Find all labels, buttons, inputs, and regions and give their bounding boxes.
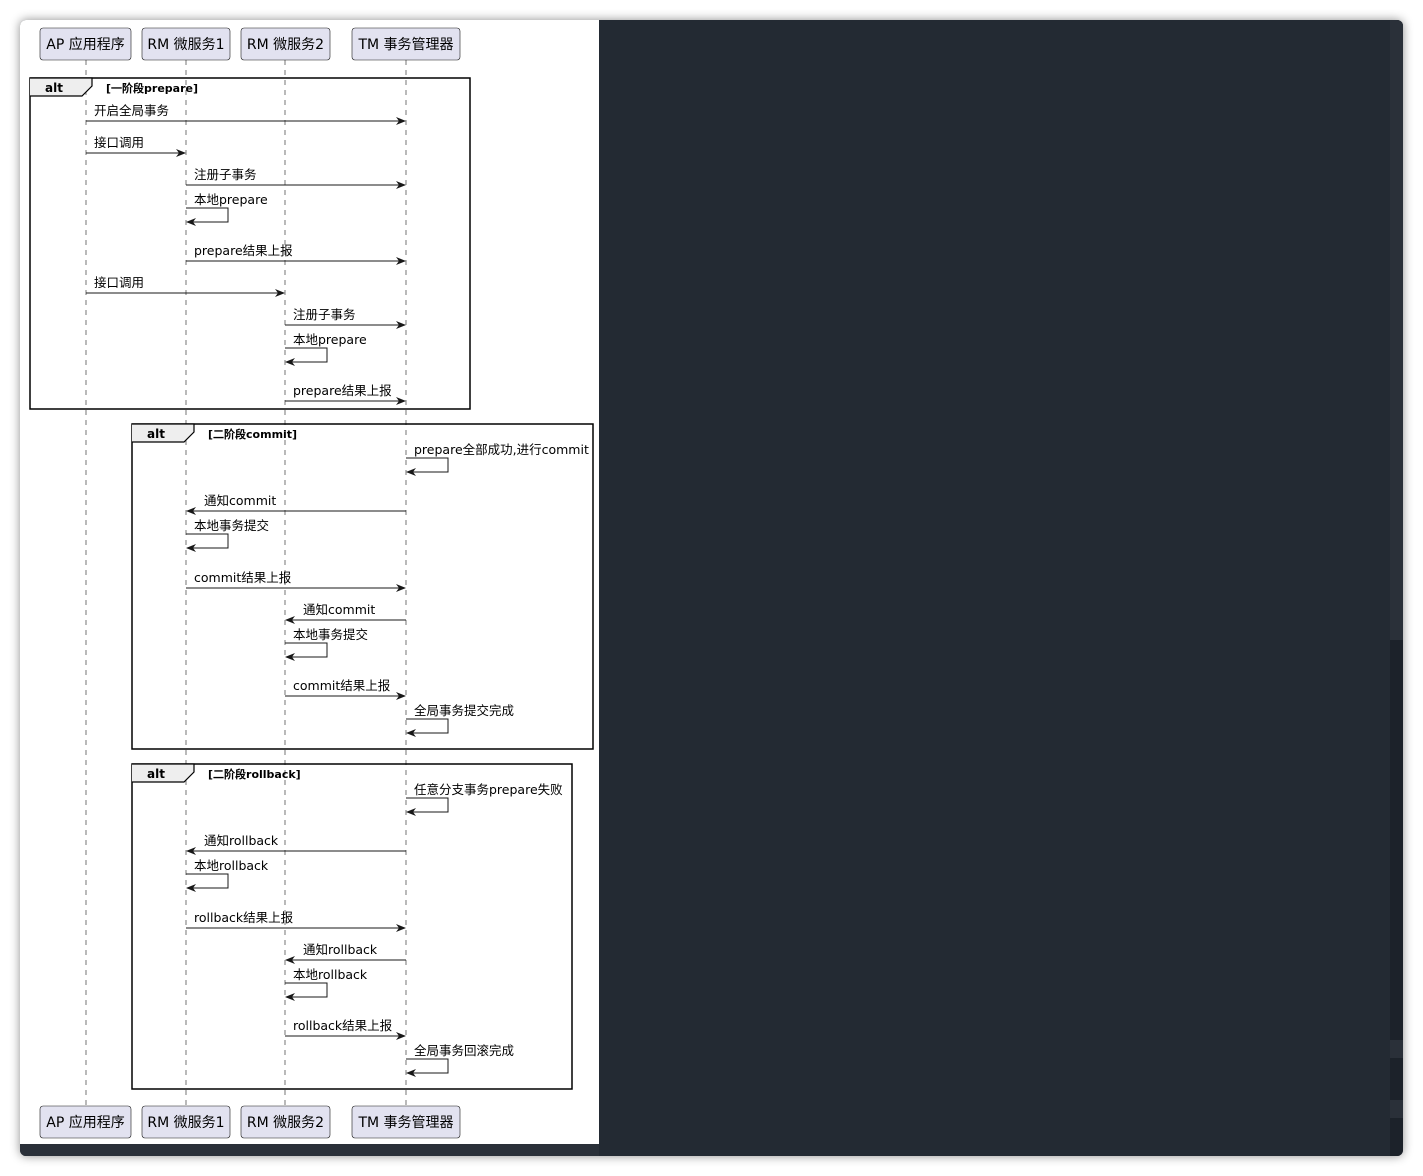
fragment-guard-label: [二阶段rollback]: [208, 767, 301, 781]
participant-label: RM 微服务1: [147, 1115, 224, 1131]
self-message: 本地prepare: [186, 192, 268, 226]
fragment-kind-label: alt: [147, 427, 165, 441]
self-message: 任意分支事务prepare失败: [406, 782, 563, 816]
participant-label: RM 微服务2: [247, 1115, 324, 1131]
message-label: 本地事务提交: [293, 627, 368, 642]
participant-tm-head: TM 事务管理器: [351, 27, 461, 61]
self-message: 本地prepare: [285, 332, 367, 366]
participant-rm1-foot: RM 微服务1: [141, 1105, 231, 1139]
self-message: 本地rollback: [186, 858, 269, 892]
participant-label: RM 微服务1: [147, 37, 224, 53]
self-message: 全局事务提交完成: [406, 703, 514, 737]
message-label: 注册子事务: [293, 307, 356, 322]
message-arrow: 通知rollback: [285, 942, 406, 964]
fragment-guard-label: [二阶段commit]: [208, 427, 297, 441]
message-label: 通知commit: [303, 602, 375, 617]
message-arrow: commit结果上报: [186, 570, 406, 592]
message-arrow: 接口调用: [86, 275, 285, 297]
participant-rm2-foot: RM 微服务2: [240, 1105, 331, 1139]
message-label: 本地事务提交: [194, 518, 269, 533]
message-arrow: rollback结果上报: [186, 910, 406, 932]
message-label: 通知rollback: [303, 942, 378, 957]
message-arrow: 通知commit: [285, 602, 406, 624]
message-label: 接口调用: [94, 135, 144, 150]
sequence-diagram-canvas: alt [一阶段prepare] alt [二阶段commit] alt [二阶段roll…: [20, 20, 599, 1144]
message-arrow: 接口调用: [86, 135, 186, 157]
message-label: prepare结果上报: [293, 383, 392, 398]
message-label: 通知rollback: [204, 833, 279, 848]
message-arrow: 注册子事务: [186, 167, 406, 189]
message-label: 通知commit: [204, 493, 276, 508]
fragment-kind-label: alt: [147, 767, 165, 781]
participant-label: TM 事务管理器: [357, 1115, 453, 1131]
message-arrow: 开启全局事务: [86, 103, 406, 125]
message-arrow: rollback结果上报: [285, 1018, 406, 1040]
message-arrow: 通知rollback: [186, 833, 406, 855]
message-label: 全局事务回滚完成: [414, 1043, 514, 1058]
participant-rm2-head: RM 微服务2: [240, 27, 331, 61]
message-label: prepare全部成功,进行commit: [414, 442, 589, 457]
message-label: commit结果上报: [293, 678, 391, 693]
self-message: 本地事务提交: [186, 518, 269, 552]
self-message: 本地rollback: [285, 967, 368, 1001]
participant-ap-head: AP 应用程序: [39, 27, 132, 61]
message-label: rollback结果上报: [194, 910, 294, 925]
participant-tm-foot: TM 事务管理器: [351, 1105, 461, 1139]
diagram-viewer-window: alt [一阶段prepare] alt [二阶段commit] alt [二阶段roll…: [20, 20, 1403, 1156]
message-arrow: 注册子事务: [285, 307, 406, 329]
message-arrow: prepare结果上报: [186, 243, 406, 265]
alt-fragment: alt [二阶段rollback]: [131, 763, 573, 1090]
message-label: 本地rollback: [194, 858, 269, 873]
participant-label: TM 事务管理器: [357, 37, 453, 53]
alt-fragment: alt [一阶段prepare]: [29, 77, 471, 410]
message-label: 本地prepare: [293, 332, 367, 347]
message-label: 本地rollback: [293, 967, 368, 982]
self-message: 本地事务提交: [285, 627, 368, 661]
participant-label: AP 应用程序: [46, 36, 124, 53]
participant-rm1-head: RM 微服务1: [141, 27, 231, 61]
participant-label: AP 应用程序: [46, 1114, 124, 1131]
message-label: 接口调用: [94, 275, 144, 290]
canvas-bottom-strip: [20, 1144, 599, 1156]
scrollbar-marker: [1390, 1100, 1403, 1118]
alt-fragment: alt [二阶段commit]: [131, 423, 594, 750]
message-label: 任意分支事务prepare失败: [414, 782, 563, 797]
message-label: 本地prepare: [194, 192, 268, 207]
sequence-diagram: alt [一阶段prepare] alt [二阶段commit] alt [二阶段roll…: [29, 27, 594, 1139]
scrollbar-marker: [1390, 1040, 1403, 1058]
message-label: rollback结果上报: [293, 1018, 393, 1033]
participant-label: RM 微服务2: [247, 37, 324, 53]
message-arrow: 通知commit: [186, 493, 406, 515]
message-arrow: commit结果上报: [285, 678, 406, 700]
self-message: 全局事务回滚完成: [406, 1043, 514, 1077]
message-label: 全局事务提交完成: [414, 703, 514, 718]
scrollbar-thumb[interactable]: [1390, 20, 1403, 640]
message-label: commit结果上报: [194, 570, 292, 585]
message-label: 注册子事务: [194, 167, 257, 182]
message-arrow: prepare结果上报: [285, 383, 406, 405]
fragment-guard-label: [一阶段prepare]: [106, 81, 198, 95]
message-label: prepare结果上报: [194, 243, 293, 258]
self-message: prepare全部成功,进行commit: [406, 442, 589, 476]
fragment-kind-label: alt: [45, 81, 63, 95]
message-label: 开启全局事务: [94, 103, 169, 118]
participant-ap-foot: AP 应用程序: [39, 1105, 132, 1139]
